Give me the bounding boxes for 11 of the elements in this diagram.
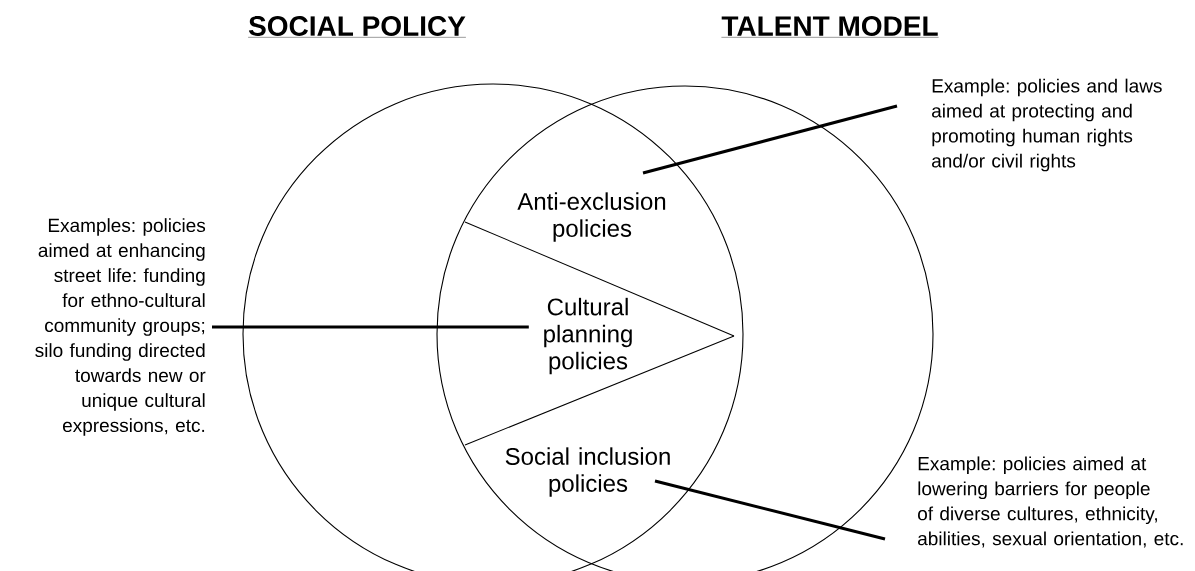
leader-line <box>654 479 886 541</box>
annotation-text: Examples: policies aimed at enhancing street life: funding for ethno-cultural community groups; silo funding directed towards new or unique cultural expressions, etc. <box>35 218 206 436</box>
annotation-text: Example: policies and laws aimed at protecting and promoting human rights and/or civil rights <box>932 78 1162 172</box>
annotation-text: Example: policies aimed at lowering barriers for people of diverse cultures, ethnicity, abilities, sexual orientation, etc. <box>918 456 1183 548</box>
leader-line <box>642 104 898 175</box>
heading: TALENT MODEL <box>721 16 939 38</box>
section-label: Cultural planning policies <box>544 297 632 375</box>
heading: SOCIAL POLICY <box>247 16 467 38</box>
leader-line <box>212 325 529 329</box>
section-label: Anti-exclusion policies <box>517 192 666 242</box>
section-label: Social inclusion policies <box>505 447 670 497</box>
